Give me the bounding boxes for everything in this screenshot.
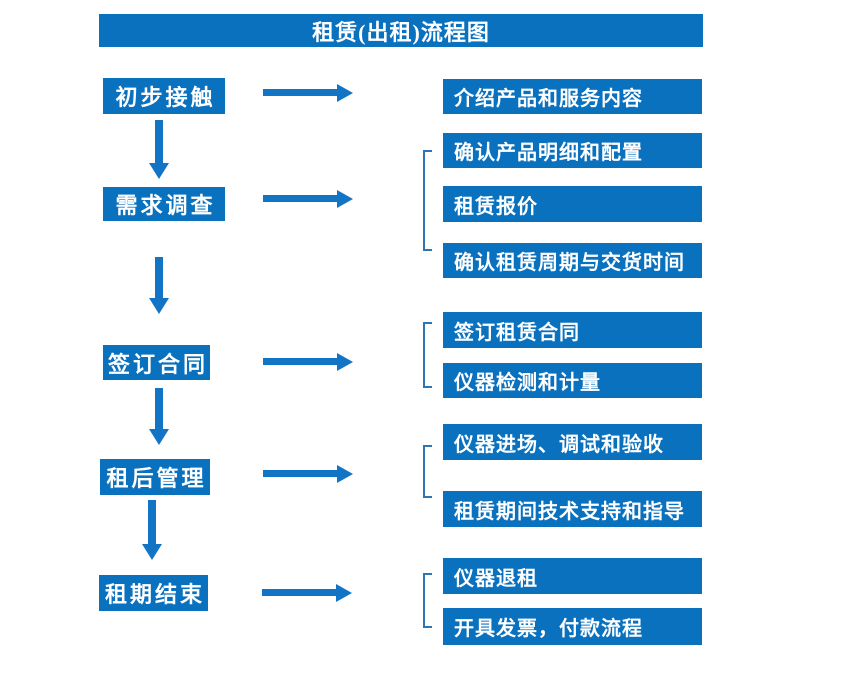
arrow-down-icon [149,388,169,445]
detail-box-instrument-inspection-calibration: 仪器检测和计量 [443,363,702,398]
detail-box-sign-rental-contract: 签订租赁合同 [443,312,702,348]
detail-box-rental-tech-support-guidance: 租赁期间技术支持和指导 [443,491,702,527]
arrow-right-icon [262,584,352,602]
arrow-right-icon [263,84,353,102]
detail-box-instrument-return: 仪器退租 [443,558,702,594]
arrow-down-icon [149,257,169,314]
detail-box-rental-quote: 租赁报价 [443,186,702,222]
flowchart-title: 租赁(出租)流程图 [99,14,703,47]
step-box-rental-period-end: 租期结束 [99,575,208,611]
detail-box-confirm-product-details-config: 确认产品明细和配置 [443,133,702,168]
detail-box-introduce-products-services: 介绍产品和服务内容 [443,79,702,114]
detail-box-confirm-rental-period-delivery: 确认租赁周期与交货时间 [443,243,702,278]
step-box-post-rental-management: 租后管理 [100,459,210,495]
group-bracket [423,445,432,498]
step-box-demand-survey: 需求调查 [103,187,225,221]
group-bracket [423,322,432,388]
arrow-down-icon [149,120,169,179]
step-box-initial-contact: 初步接触 [103,78,225,114]
group-bracket [423,150,432,251]
arrow-right-icon [263,190,353,208]
arrow-right-icon [263,465,353,483]
arrow-right-icon [263,353,353,371]
step-box-sign-contract: 签订合同 [103,345,210,380]
arrow-down-icon [142,500,162,560]
group-bracket [423,573,432,628]
detail-box-invoice-payment-process: 开具发票，付款流程 [443,608,702,645]
detail-box-instrument-arrival-acceptance: 仪器进场、调试和验收 [443,424,702,460]
